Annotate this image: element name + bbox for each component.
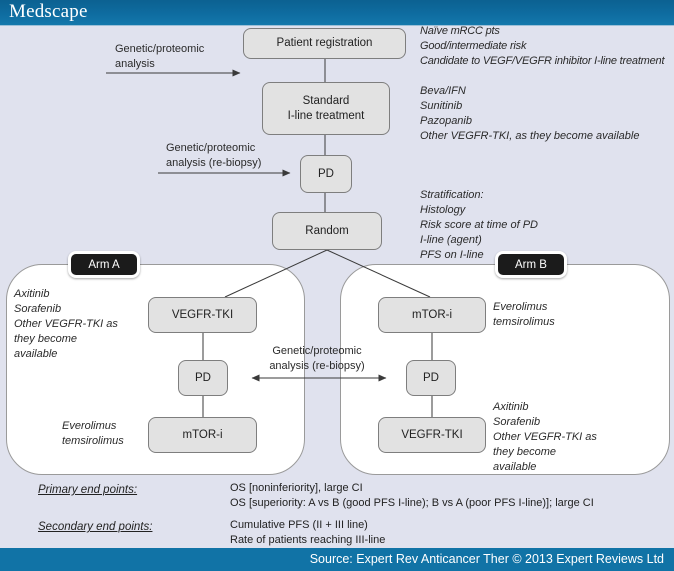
source-bar: Source: Expert Rev Anticancer Ther © 201… xyxy=(0,548,674,571)
arm-b-vegfr-tki-box: VEGFR-TKI xyxy=(378,417,486,453)
patient-registration-box: Patient registration xyxy=(243,28,406,59)
arm-a-first-note: Axitinib Sorafenib Other VEGFR-TKI as th… xyxy=(14,288,118,360)
header-bar: Medscape xyxy=(0,0,674,26)
edge-random-arm-a xyxy=(224,249,328,298)
genetic-rebiopsy-note: Genetic/proteomic analysis (re-biopsy) xyxy=(166,142,262,169)
arm-a-vegfr-tki-box: VEGFR-TKI xyxy=(148,297,257,333)
standard-options-note: Beva/IFN Sunitinib Pazopanib Other VEGFR… xyxy=(420,85,640,142)
source-text: Source: Expert Rev Anticancer Ther © 201… xyxy=(309,552,664,566)
registration-criteria-note: Naïve mRCC pts Good/intermediate risk Ca… xyxy=(420,25,665,67)
standard-treatment-box: Standard I-line treatment xyxy=(262,82,390,135)
arm-b-second-note: Axitinib Sorafenib Other VEGFR-TKI as th… xyxy=(493,401,597,473)
arm-b-first-note: Everolimus temsirolimus xyxy=(493,301,555,328)
primary-endpoints-values: OS [noninferiority], large CI OS [superi… xyxy=(230,482,594,509)
stratification-note: Stratification: Histology Risk score at … xyxy=(420,189,538,261)
pd-box: PD xyxy=(300,155,352,193)
arm-a-second-note: Everolimus temsirolimus xyxy=(62,420,124,447)
genetic-analysis-note: Genetic/proteomic analysis xyxy=(115,43,205,70)
random-box: Random xyxy=(272,212,382,250)
arm-b-pd-box: PD xyxy=(406,360,456,396)
edge-random-arm-b xyxy=(326,249,431,298)
arm-a-pd-box: PD xyxy=(178,360,228,396)
genetic-rebiopsy-arms-note: Genetic/proteomic analysis (re-biopsy) xyxy=(269,345,365,372)
arm-a-label: Arm A xyxy=(68,251,140,278)
arm-a-mtor-i-box: mTOR-i xyxy=(148,417,257,453)
secondary-endpoints-values: Cumulative PFS (II + III line) Rate of p… xyxy=(230,519,386,546)
arm-b-label: Arm B xyxy=(495,251,567,278)
medscape-logo: Medscape xyxy=(9,1,88,22)
secondary-endpoints-label: Secondary end points: xyxy=(38,521,153,533)
primary-endpoints-label: Primary end points: xyxy=(38,484,138,496)
arm-b-mtor-i-box: mTOR-i xyxy=(378,297,486,333)
